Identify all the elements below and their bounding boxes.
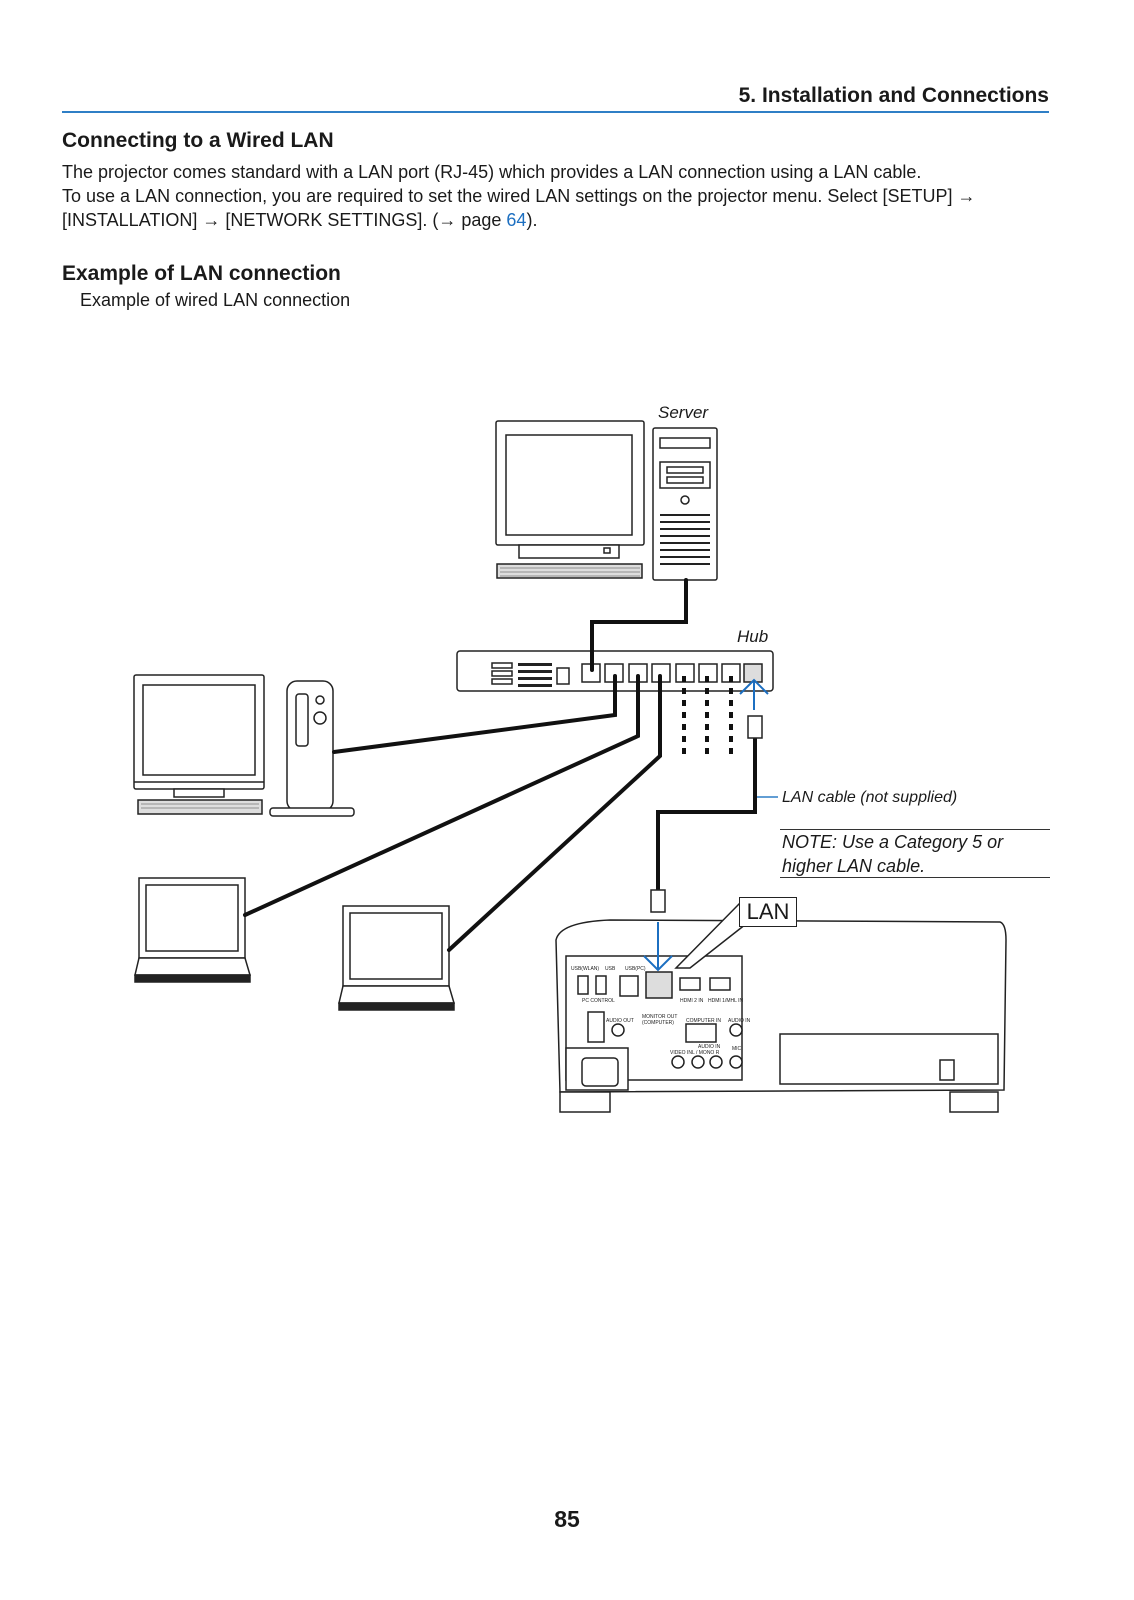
port-usb: USB [605,966,616,972]
body-line-2: To use a LAN connection, you are require… [62,184,1052,232]
desktop-tower-icon [269,680,355,817]
rj45-plug-bottom [650,889,666,913]
port-audio-in-2: AUDIO IN [698,1044,721,1050]
example-caption: Example of wired LAN connection [80,290,351,310]
port-monitor-out: MONITOR OUT [642,1014,677,1020]
rj45-plug-top [747,715,763,739]
cable-server-hub [590,578,688,672]
port-usb-wlan: USB(WLAN) [571,966,599,972]
port-video-in: VIDEO IN [670,1050,692,1056]
lan-callout-leader [674,902,747,969]
port-lmono-r: L / MONO R [692,1050,720,1056]
cable-projector [656,734,757,892]
server-label: Server [658,403,709,422]
port-audio-in: AUDIO IN [728,1018,751,1024]
cable-desktop [332,674,617,754]
page-link[interactable]: 64 [506,210,527,230]
projector-icon [555,919,1007,1113]
hub-dashed-cables [682,676,733,756]
heading-example: Example of LAN connection [62,262,341,285]
port-hdmi1: HDMI 1/MHL IN [708,998,743,1004]
body-line-1: The projector comes standard with a LAN … [62,162,922,182]
server-monitor-icon [495,420,645,579]
hub-icon [456,650,774,692]
lan-badge: LAN [739,897,797,927]
port-pc-control: PC CONTROL [582,998,615,1004]
laptop-icon-1 [134,877,252,983]
port-hdmi2: HDMI 2 IN [680,998,704,1004]
desktop-monitor-icon [133,674,265,815]
note-rule-top [780,829,1050,830]
port-usb-pc: USB(PC) [625,966,646,972]
page-number: 85 [554,1506,580,1532]
laptop-icon-2 [338,905,456,1011]
note-rule-bottom [780,877,1050,878]
port-mic: MIC [732,1046,742,1052]
port-computer-sub: (COMPUTER) [642,1020,674,1026]
heading-wired-lan: Connecting to a Wired LAN [62,129,334,152]
arrow-icon [643,678,769,972]
header-rule [62,111,1049,113]
cable-laptop-2 [447,674,662,952]
hub-label: Hub [737,627,769,646]
lan-cable-label: LAN cable (not supplied) [782,789,958,806]
body-line-2-end: ). [526,210,538,230]
server-tower-icon [652,427,718,581]
note-text: NOTE: Use a Category 5 or higher LAN cab… [782,832,1004,876]
body-line-2-text: To use a LAN connection, you are require… [62,186,976,230]
cable-laptop-1 [243,674,640,917]
section-header: 5. Installation and Connections [738,84,1049,107]
port-computer-in: COMPUTER IN [686,1018,721,1024]
port-audio-out: AUDIO OUT [606,1018,634,1024]
body-text: The projector comes standard with a LAN … [62,160,1052,232]
